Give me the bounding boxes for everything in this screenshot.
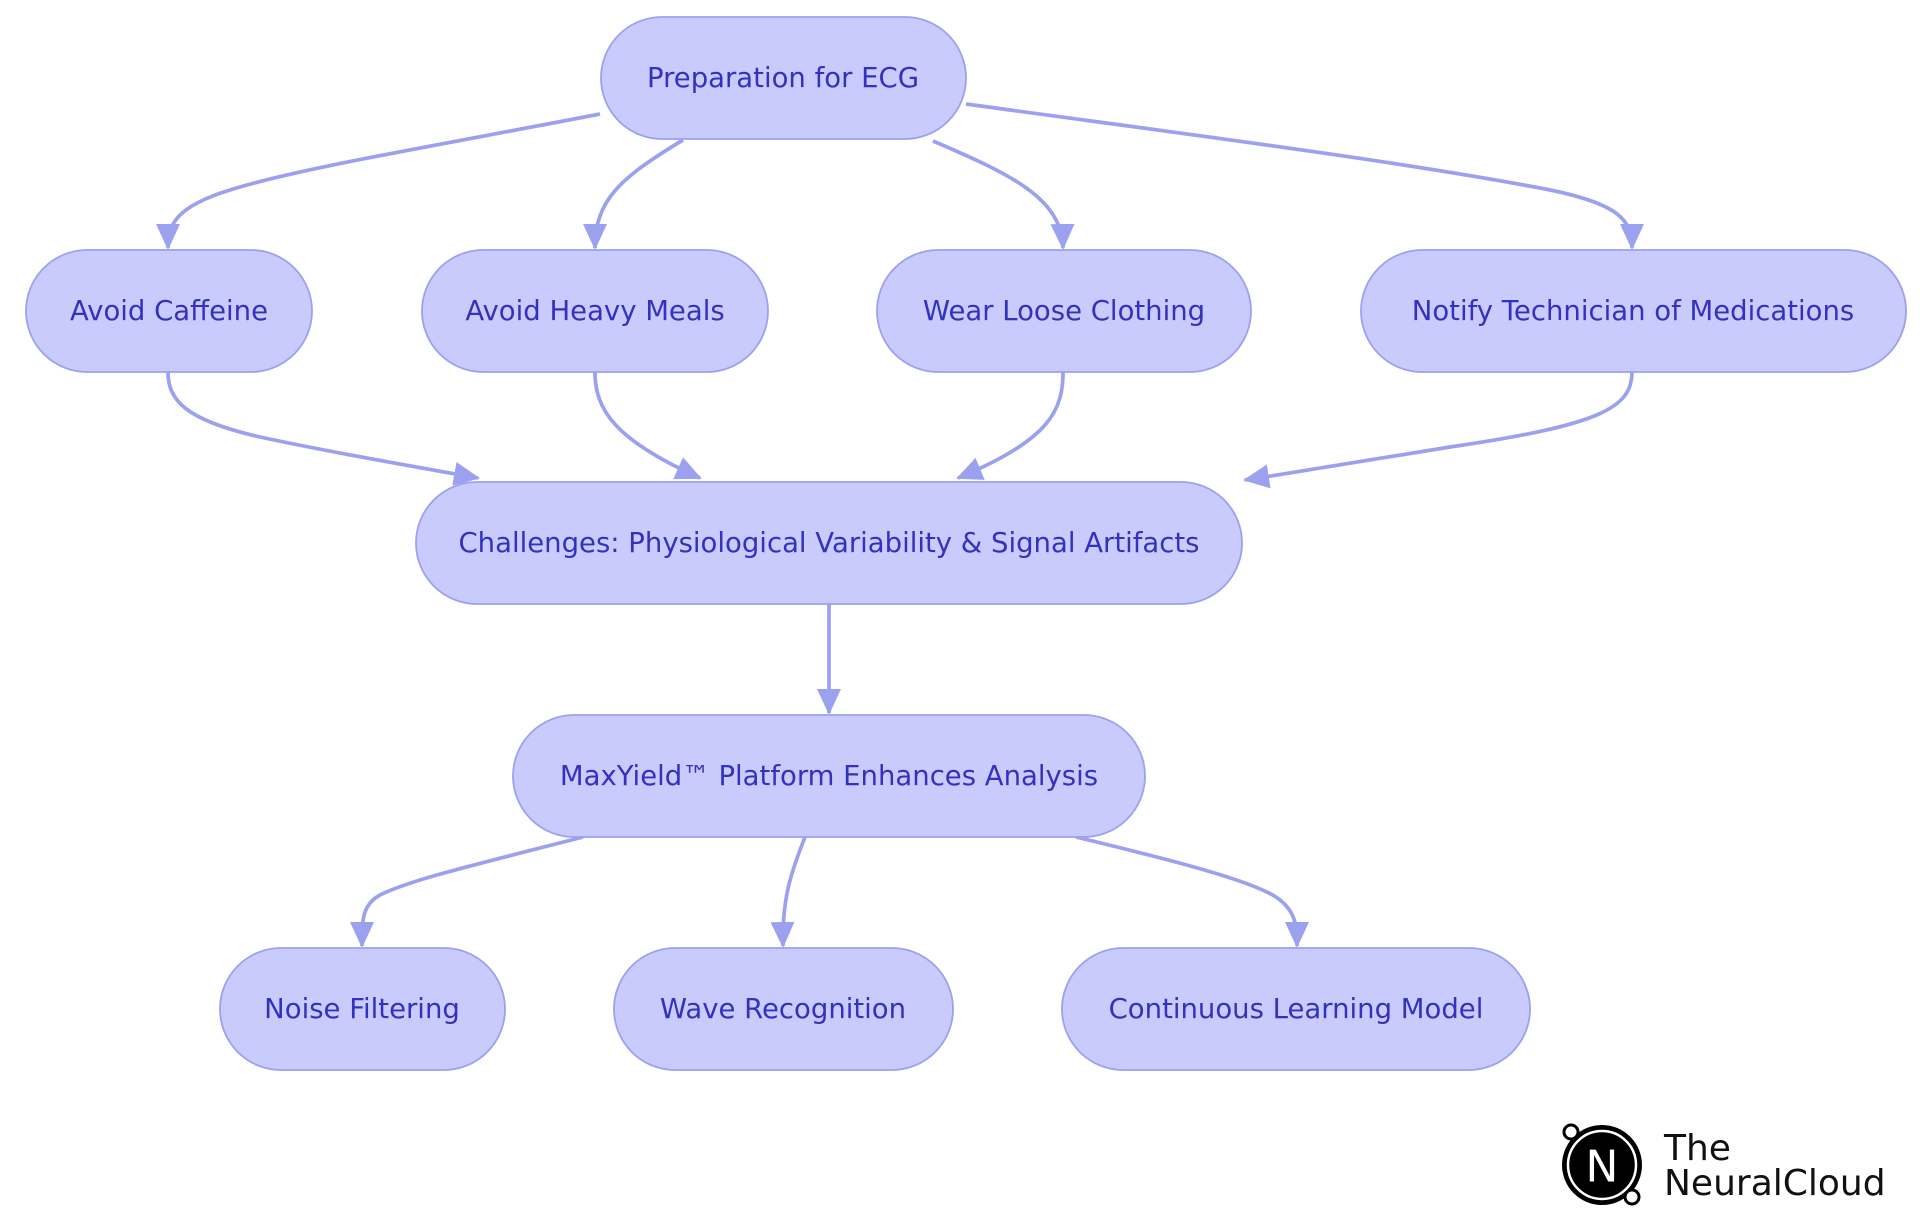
node-notify-technician-of-medications: Notify Technician of Medications: [1360, 249, 1907, 373]
logo-mark-icon: N: [1562, 1123, 1642, 1206]
node-label: Avoid Caffeine: [70, 295, 268, 327]
edge-maxyield-noise: [350, 835, 584, 948]
node-label: Noise Filtering: [264, 993, 460, 1025]
edge-meals-challenges: [593, 371, 702, 480]
node-challenges: Challenges: Physiological Variability & …: [415, 481, 1243, 605]
node-label: Preparation for ECG: [647, 62, 919, 94]
edge-prep-clothing: [932, 139, 1075, 250]
node-avoid-heavy-meals: Avoid Heavy Meals: [421, 249, 769, 373]
node-label: MaxYield™ Platform Enhances Analysis: [560, 760, 1098, 792]
logo-text-the: The: [1663, 1128, 1731, 1169]
node-maxyield-platform: MaxYield™ Platform Enhances Analysis: [512, 714, 1146, 838]
edge-prep-medications: [965, 102, 1644, 250]
logo-mark-letter: N: [1586, 1142, 1619, 1193]
neuralcloud-logo: N The NeuralCloud: [1562, 1123, 1886, 1206]
edges: [156, 102, 1644, 948]
node-continuous-learning-model: Continuous Learning Model: [1061, 947, 1531, 1071]
edge-medications-challenges: [1243, 371, 1634, 489]
node-label: Challenges: Physiological Variability & …: [458, 527, 1199, 559]
node-preparation-for-ecg: Preparation for ECG: [600, 16, 967, 140]
nodes: Preparation for ECG Avoid Caffeine Avoid…: [25, 16, 1907, 1071]
edge-caffeine-challenges: [166, 371, 480, 486]
node-wave-recognition: Wave Recognition: [613, 947, 954, 1071]
node-label: Wear Loose Clothing: [923, 295, 1205, 327]
edge-prep-caffeine: [156, 112, 601, 250]
logo-text-neuralcloud: NeuralCloud: [1664, 1163, 1886, 1204]
edge-maxyield-wave: [770, 836, 807, 948]
node-label: Avoid Heavy Meals: [465, 295, 724, 327]
node-wear-loose-clothing: Wear Loose Clothing: [876, 249, 1252, 373]
edge-maxyield-learning: [1075, 835, 1309, 948]
node-label: Continuous Learning Model: [1109, 993, 1484, 1025]
node-label: Wave Recognition: [660, 993, 906, 1025]
node-noise-filtering: Noise Filtering: [219, 947, 506, 1071]
node-avoid-caffeine: Avoid Caffeine: [25, 249, 313, 373]
node-label: Notify Technician of Medications: [1412, 295, 1854, 327]
edge-clothing-challenges: [956, 371, 1065, 480]
edge-prep-meals: [583, 138, 684, 250]
